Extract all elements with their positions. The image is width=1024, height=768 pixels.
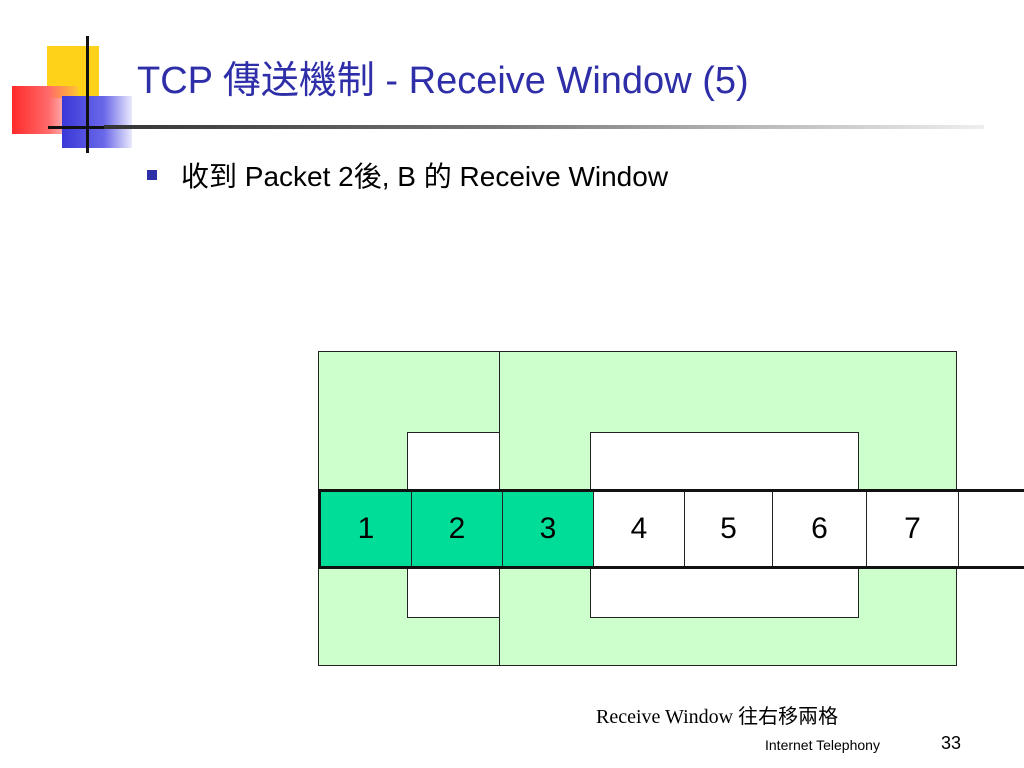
packet-cell: 3	[503, 492, 594, 566]
page-number: 33	[941, 733, 961, 754]
logo-horizontal-line	[48, 126, 104, 129]
packet-cell: 4	[594, 492, 685, 566]
bullet-square-icon	[147, 170, 157, 180]
logo-vertical-line	[86, 36, 89, 153]
footer-text: Internet Telephony	[765, 737, 880, 753]
slide-title: TCP 傳送機制 - Receive Window (5)	[137, 49, 749, 104]
packet-cell: 1	[321, 492, 412, 566]
packet-cell: 5	[685, 492, 773, 566]
packet-cell: 7	[867, 492, 959, 566]
packet-cell	[959, 492, 1024, 566]
packet-cell: 2	[412, 492, 503, 566]
bullet-text: 收到 Packet 2後, B 的 Receive Window	[181, 155, 668, 195]
logo-blue-square	[62, 96, 132, 148]
diagram-caption: Receive Window 往右移兩格	[596, 700, 838, 729]
title-underline	[104, 125, 984, 129]
packet-cell: 6	[773, 492, 867, 566]
packet-sequence: 1 2 3 4 5 6 7	[318, 489, 1024, 569]
